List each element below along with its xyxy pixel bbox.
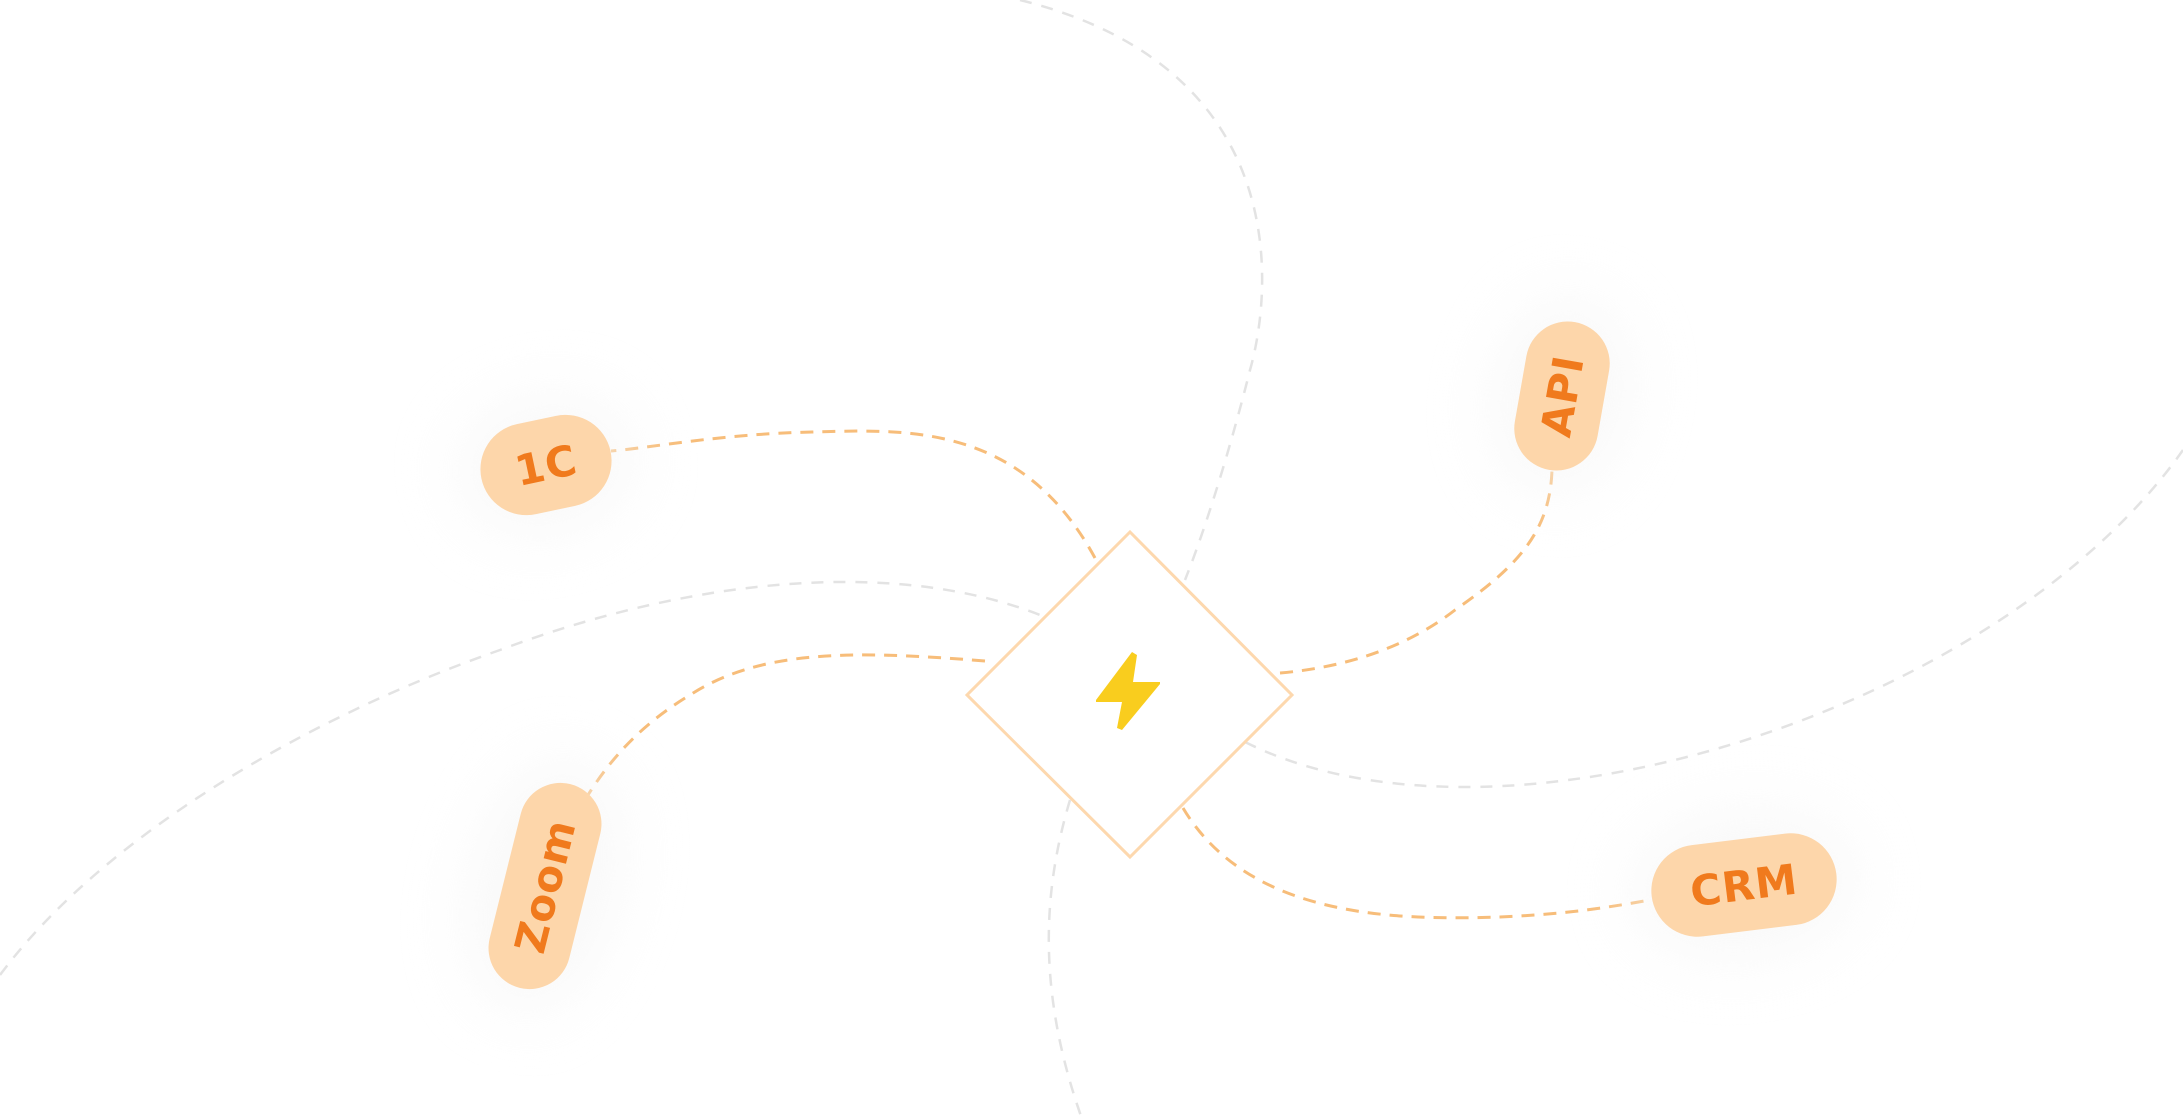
connector-zoom bbox=[586, 653, 986, 796]
node-api: API bbox=[1490, 296, 1634, 496]
background-curve-right bbox=[1244, 449, 2183, 789]
background-curve-top bbox=[1019, 0, 1264, 581]
node-1c-pill bbox=[480, 414, 612, 516]
hub bbox=[964, 529, 1295, 860]
background-curve-left bbox=[0, 580, 1041, 976]
node-crm: CRM bbox=[1629, 809, 1859, 961]
background-curve-bottom bbox=[1047, 799, 1084, 1119]
node-crm-pill bbox=[1651, 833, 1837, 937]
connector-crm bbox=[1181, 807, 1651, 920]
node-zoom-pill bbox=[488, 782, 602, 990]
connector-1c bbox=[610, 429, 1097, 559]
connector-api bbox=[1279, 469, 1554, 675]
node-zoom: Zoom bbox=[465, 758, 625, 1014]
node-api-pill bbox=[1514, 321, 1610, 471]
connectors bbox=[586, 429, 1651, 920]
lightning-bolt-icon bbox=[1096, 652, 1160, 730]
node-1c: 1C bbox=[456, 394, 636, 536]
